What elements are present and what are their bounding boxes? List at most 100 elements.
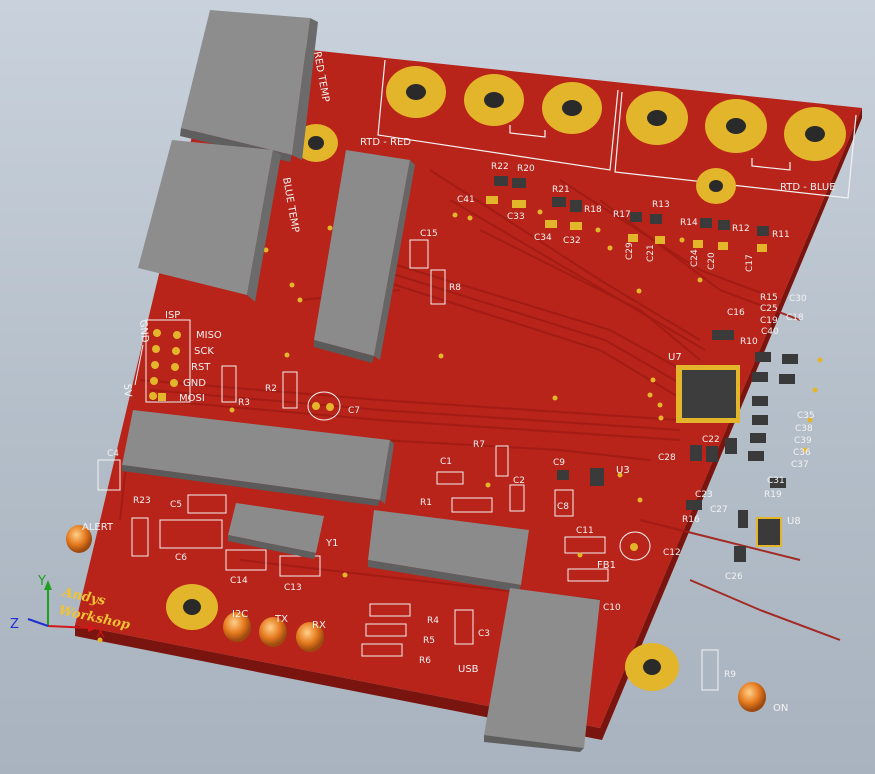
axis-gizmo: Y X Z [10, 574, 105, 641]
label-u3: U3 [616, 465, 630, 476]
svg-text:C38: C38 [795, 424, 813, 434]
red-temp-connector [180, 10, 318, 162]
svg-text:R3: R3 [238, 398, 250, 408]
svg-text:C23: C23 [695, 490, 713, 500]
svg-text:R8: R8 [449, 283, 461, 293]
svg-text:C14: C14 [230, 576, 248, 586]
svg-text:R4: R4 [427, 616, 439, 626]
blue-temp-connector [138, 140, 281, 302]
svg-text:Y: Y [37, 574, 46, 589]
label-rst: RST [191, 362, 211, 373]
vertical-header [314, 150, 415, 363]
svg-text:C25: C25 [760, 304, 778, 314]
label-gnd: GND [183, 378, 206, 389]
svg-text:R13: R13 [652, 200, 670, 210]
svg-text:R19: R19 [764, 490, 782, 500]
svg-text:R17: R17 [613, 210, 631, 220]
label-isp: ISP [165, 310, 180, 321]
svg-text:C29: C29 [625, 242, 635, 260]
svg-text:R15: R15 [760, 293, 778, 303]
svg-text:C2: C2 [513, 476, 525, 486]
svg-text:R10: R10 [740, 337, 758, 347]
svg-text:C19: C19 [760, 316, 778, 326]
svg-text:C30: C30 [789, 294, 807, 304]
svg-text:C8: C8 [557, 502, 569, 512]
label-usb: USB [458, 664, 479, 675]
svg-text:C40: C40 [761, 327, 779, 337]
svg-text:C37: C37 [791, 460, 809, 470]
usb-connector [484, 588, 600, 752]
svg-text:C24: C24 [690, 249, 700, 267]
svg-text:C33: C33 [507, 212, 525, 222]
label-alert: ALERT [82, 522, 114, 533]
svg-text:C11: C11 [576, 526, 594, 536]
terminal-pads [386, 66, 846, 161]
svg-text:C17: C17 [745, 254, 755, 272]
svg-text:R18: R18 [584, 205, 602, 215]
svg-text:C1: C1 [440, 457, 452, 467]
svg-text:R5: R5 [423, 636, 435, 646]
svg-text:R2: R2 [265, 384, 277, 394]
leds [66, 525, 766, 712]
svg-text:C9: C9 [553, 458, 565, 468]
mounting-holes [166, 124, 736, 691]
label-u8: U8 [787, 516, 801, 527]
svg-text:C28: C28 [658, 453, 676, 463]
svg-text:C31: C31 [767, 476, 785, 486]
svg-text:R22: R22 [491, 162, 509, 172]
rtd-red-outline [377, 59, 619, 171]
svg-text:C6: C6 [175, 553, 187, 563]
label-miso: MISO [196, 330, 222, 341]
svg-text:C18: C18 [786, 313, 804, 323]
label-y1: Y1 [325, 538, 338, 549]
y1-crystal [228, 503, 324, 559]
svg-text:C15: C15 [420, 229, 438, 239]
svg-text:R16: R16 [682, 515, 700, 525]
smd-parts [97, 176, 798, 691]
svg-text:R9: R9 [724, 670, 736, 680]
svg-text:C13: C13 [284, 583, 302, 593]
usb-block-chip [368, 510, 529, 592]
label-rtd-blue: RTD - BLUE [780, 182, 836, 193]
rtd-red-bracket [509, 125, 546, 138]
svg-text:R14: R14 [680, 218, 698, 228]
label-tx: TX [274, 614, 288, 625]
component-designators: C1 C2 C3 C4 C5 C6 C7 C8 C9 C10 C11 C12 C… [107, 162, 815, 680]
u8-chip [756, 517, 782, 547]
svg-text:R23: R23 [133, 496, 151, 506]
svg-text:R7: R7 [473, 440, 485, 450]
c12-cap [619, 531, 651, 561]
u7-chip [676, 365, 740, 423]
rtd-blue-bracket [751, 158, 791, 171]
svg-text:C41: C41 [457, 195, 475, 205]
svg-text:C20: C20 [707, 252, 717, 270]
c7-cap [307, 391, 341, 421]
svg-text:C7: C7 [348, 406, 360, 416]
pcb-surface [75, 40, 862, 728]
label-gnd-left: GND [137, 319, 150, 343]
svg-text:C26: C26 [725, 572, 743, 582]
label-i2c: I2C [232, 609, 248, 620]
svg-text:X: X [96, 626, 105, 641]
svg-text:R12: R12 [732, 224, 750, 234]
svg-text:C27: C27 [710, 505, 728, 515]
horizontal-header [122, 410, 394, 506]
label-mosi: MOSI [179, 393, 205, 404]
label-on: ON [773, 703, 788, 714]
label-fb1: FB1 [597, 560, 616, 571]
svg-text:R21: R21 [552, 185, 570, 195]
svg-text:R20: R20 [517, 164, 535, 174]
isp-divider [134, 344, 144, 386]
svg-text:C22: C22 [702, 435, 720, 445]
svg-text:Z: Z [10, 617, 19, 632]
svg-text:C34: C34 [534, 233, 552, 243]
isp-header-pins [149, 329, 181, 401]
label-u7: U7 [668, 352, 682, 363]
label-5v: 5V [121, 383, 133, 397]
label-rtd-red: RTD - RED [360, 137, 411, 148]
svg-text:C4: C4 [107, 449, 119, 459]
svg-text:R11: R11 [772, 230, 790, 240]
svg-text:C5: C5 [170, 500, 182, 510]
